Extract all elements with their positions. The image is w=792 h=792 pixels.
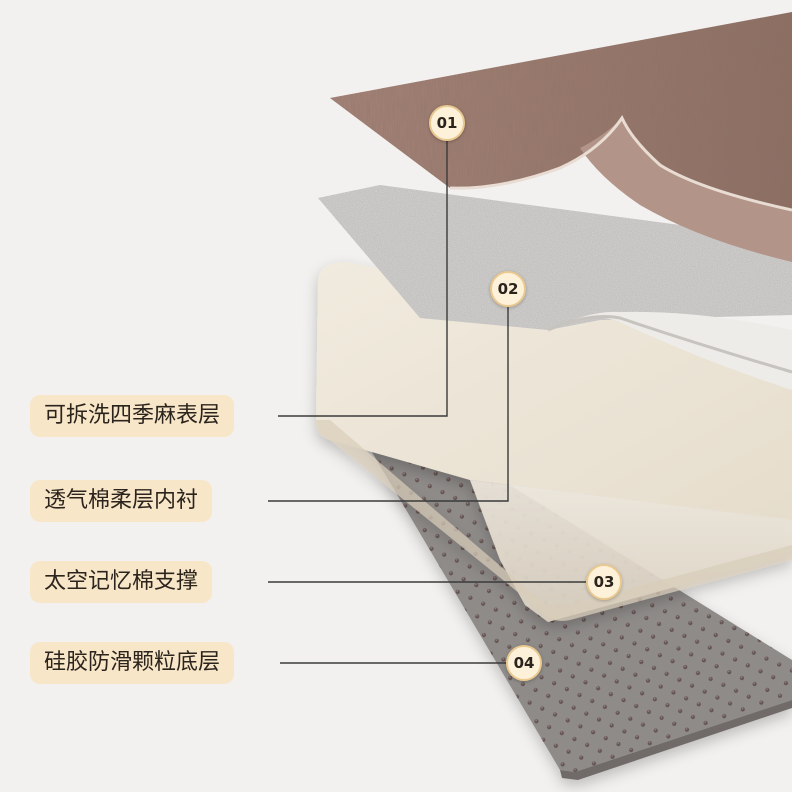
lining-layer-graphic [318,185,792,390]
badge-02: 02 [490,271,526,307]
label-layer-03: 太空记忆棉支撑 [30,561,213,603]
label-layer-01: 可拆洗四季麻表层 [30,395,235,437]
leader-line-01 [278,140,448,417]
label-layer-04: 硅胶防滑颗粒底层 [30,642,235,684]
badge-01: 01 [429,105,465,141]
leader-line-02 [268,306,509,502]
label-layer-02: 透气棉柔层内衬 [30,480,213,522]
leader-lines [268,140,586,664]
linen-layer-graphic [330,12,792,262]
badge-03: 03 [586,564,622,600]
badge-04: 04 [506,645,542,681]
